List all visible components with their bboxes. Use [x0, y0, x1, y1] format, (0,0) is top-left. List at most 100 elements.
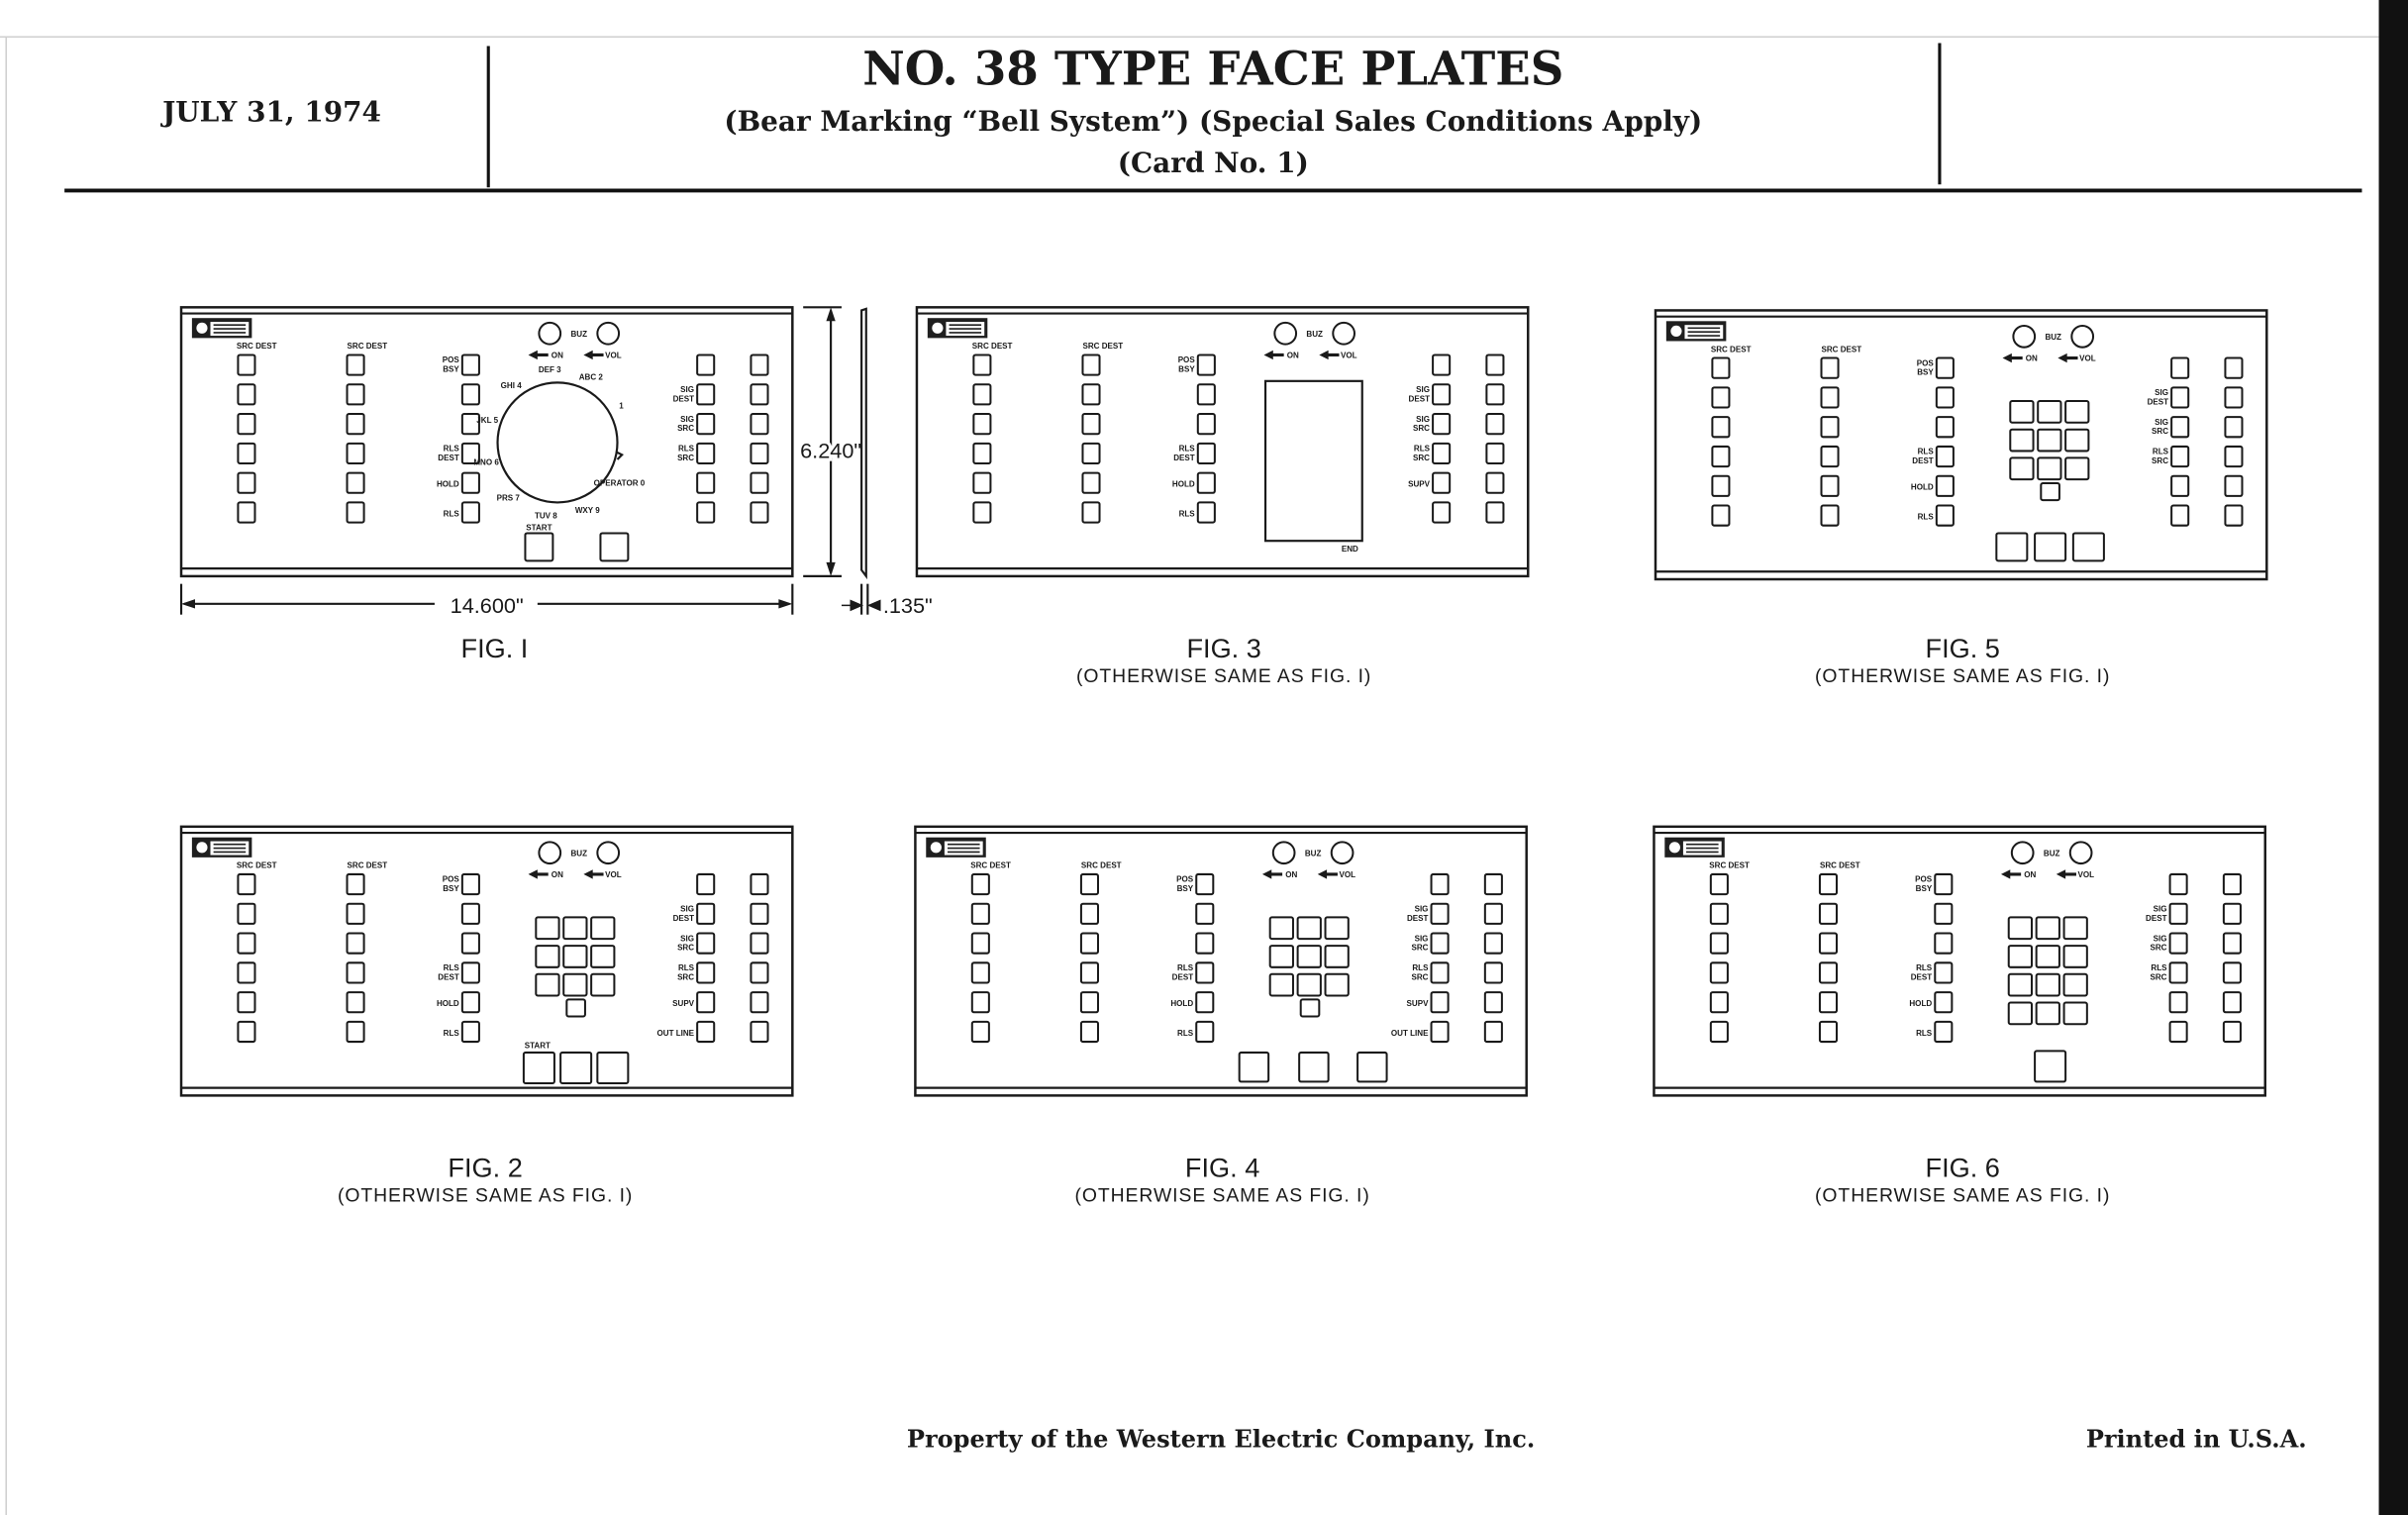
key-button[interactable] — [1935, 416, 1955, 439]
keypad-key[interactable] — [2009, 456, 2035, 481]
key-button[interactable] — [1711, 416, 1731, 439]
key-button[interactable] — [1483, 1020, 1503, 1044]
keypad-key[interactable] — [535, 945, 560, 968]
key-button[interactable] — [1298, 1051, 1330, 1083]
key-button[interactable] — [2224, 445, 2244, 468]
key-button[interactable] — [696, 872, 716, 896]
key-button[interactable] — [460, 471, 480, 494]
key-button[interactable] — [696, 354, 716, 376]
key-button[interactable] — [972, 383, 992, 406]
key-button[interactable] — [1432, 471, 1452, 494]
buz-lamp[interactable] — [2010, 841, 2035, 865]
key-button[interactable] — [1934, 932, 1954, 955]
key-button[interactable] — [1485, 471, 1505, 494]
key-button[interactable] — [696, 1020, 716, 1044]
key-button[interactable] — [750, 471, 769, 494]
key-button[interactable] — [2034, 1050, 2067, 1083]
key-button[interactable] — [237, 413, 256, 436]
buz-lamp[interactable] — [538, 321, 562, 346]
key-button[interactable] — [599, 532, 630, 562]
key-button[interactable] — [237, 961, 256, 984]
key-button[interactable] — [750, 932, 769, 955]
key-button[interactable] — [1079, 991, 1099, 1014]
key-button[interactable] — [460, 354, 480, 376]
key-button[interactable] — [750, 413, 769, 436]
key-button[interactable] — [346, 961, 365, 984]
key-button[interactable] — [1709, 1020, 1729, 1044]
key-button[interactable] — [1079, 932, 1099, 955]
key-button[interactable] — [460, 932, 480, 955]
keypad-key[interactable] — [2062, 1001, 2088, 1026]
key-button[interactable] — [237, 354, 256, 376]
key-button[interactable] — [346, 872, 365, 896]
key-button[interactable] — [970, 991, 990, 1014]
key-button[interactable] — [1485, 413, 1505, 436]
vol-knob[interactable] — [2070, 324, 2095, 349]
key-button[interactable] — [2222, 1020, 2242, 1044]
key-button[interactable] — [346, 383, 365, 406]
keypad-key[interactable] — [590, 916, 616, 941]
key-button[interactable] — [750, 354, 769, 376]
keypad-key[interactable] — [562, 916, 588, 941]
keypad-key[interactable] — [2009, 428, 2035, 453]
key-button[interactable] — [696, 961, 716, 984]
key-button[interactable] — [1711, 504, 1731, 527]
key-button[interactable] — [1485, 354, 1505, 376]
key-button[interactable] — [696, 902, 716, 925]
key-button[interactable] — [1485, 442, 1505, 465]
key-button[interactable] — [1432, 501, 1452, 524]
key-button[interactable] — [1485, 501, 1505, 524]
keypad-key[interactable] — [1324, 916, 1350, 941]
key-button[interactable] — [1935, 386, 1955, 409]
key-button[interactable] — [1483, 932, 1503, 955]
key-button[interactable] — [1485, 383, 1505, 406]
keypad-key[interactable] — [2037, 428, 2062, 453]
key-button[interactable] — [1430, 872, 1450, 896]
key-button[interactable] — [2034, 532, 2067, 562]
key-button[interactable] — [2168, 872, 2188, 896]
key-button[interactable] — [2222, 872, 2242, 896]
key-button[interactable] — [1711, 356, 1731, 379]
key-button[interactable] — [1196, 442, 1216, 465]
key-button[interactable] — [237, 991, 256, 1014]
keypad-key[interactable] — [2062, 972, 2088, 997]
buz-lamp[interactable] — [2012, 324, 2037, 349]
key-button[interactable] — [1356, 1051, 1388, 1083]
key-button[interactable] — [1935, 474, 1955, 497]
key-button[interactable] — [1820, 504, 1840, 527]
keypad-key[interactable] — [2064, 399, 2090, 424]
key-button[interactable] — [346, 471, 365, 494]
key-button[interactable] — [460, 872, 480, 896]
key-button[interactable] — [2224, 474, 2244, 497]
key-button[interactable] — [237, 442, 256, 465]
key-button[interactable] — [1711, 474, 1731, 497]
key-button[interactable] — [1935, 356, 1955, 379]
key-button[interactable] — [1432, 383, 1452, 406]
keypad-key[interactable] — [1296, 916, 1322, 941]
key-button[interactable] — [972, 413, 992, 436]
key-button[interactable] — [1934, 902, 1954, 925]
key-button[interactable] — [559, 1051, 593, 1084]
vol-knob[interactable] — [1332, 321, 1356, 346]
keypad-key[interactable] — [535, 972, 560, 997]
key-button[interactable] — [1483, 872, 1503, 896]
key-button[interactable] — [346, 1020, 365, 1044]
vol-knob[interactable] — [596, 841, 621, 865]
key-button[interactable] — [2222, 932, 2242, 955]
key-button[interactable] — [1934, 872, 1954, 896]
key-button[interactable] — [750, 961, 769, 984]
keypad-key[interactable] — [590, 945, 616, 968]
key-button[interactable] — [237, 932, 256, 955]
key-button[interactable] — [1818, 872, 1839, 896]
key-button[interactable] — [460, 991, 480, 1014]
key-button[interactable] — [1195, 961, 1215, 984]
keypad-key[interactable] — [2007, 972, 2034, 997]
key-button[interactable] — [2224, 386, 2244, 409]
keypad-key[interactable] — [2009, 399, 2035, 424]
keypad-key[interactable] — [2064, 456, 2090, 481]
key-button[interactable] — [1934, 1020, 1954, 1044]
keypad-key[interactable] — [2062, 916, 2088, 941]
key-button[interactable] — [2222, 961, 2242, 984]
key-button[interactable] — [346, 501, 365, 524]
key-button[interactable] — [696, 991, 716, 1014]
